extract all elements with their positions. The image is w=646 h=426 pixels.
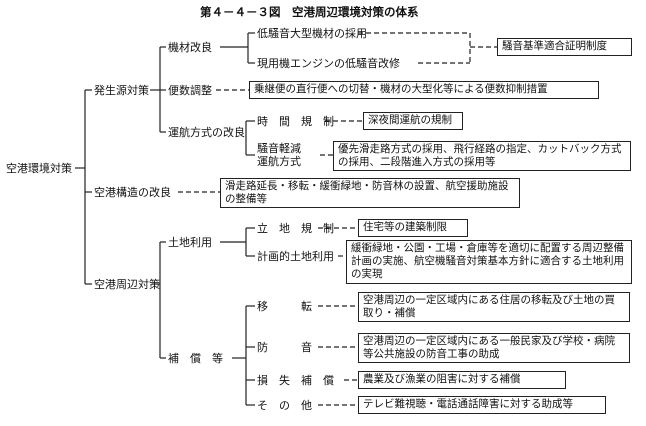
box-night-regulation: 深夜間運航の規制: [363, 112, 463, 130]
box-flight-reduction: 乗継便の直行便への切替・機材の大型化等による便数抑制措置: [249, 81, 599, 99]
node-source-measures: 発生源対策: [94, 84, 149, 97]
node-compensation: 補 償 等: [168, 352, 223, 365]
leaf-low-noise-aircraft: 低騒音大型機材の採用: [257, 27, 367, 40]
node-land-use: 土地利用: [168, 236, 212, 249]
box-route-methods: 優先滑走路方式の採用、飛行経路の指定、カットバック方式の採用、二段階進入方式の採…: [333, 141, 631, 171]
box-soundproofing: 空港周辺の一定区域内にある一般民家及び学校・病院等公共施設の防音工事の助成: [358, 333, 630, 363]
box-relocation: 空港周辺の一定区域内にある住居の移転及び土地の買取り・補償: [358, 292, 630, 322]
leaf-relocation: 移 転: [257, 300, 312, 313]
box-tv-interference: テレビ難視聴・電話通話障害に対する助成等: [358, 396, 606, 414]
node-flight-adjustment: 便数調整: [168, 84, 212, 97]
box-loss-compensation: 農業及び漁業の阻害に対する補償: [358, 371, 566, 389]
leaf-operation-method: 運航方式: [257, 155, 301, 168]
leaf-siting-regulation: 立 地 規 制: [257, 222, 334, 235]
box-building-restriction: 住宅等の建築制限: [358, 219, 468, 237]
leaf-time-regulation: 時 間 規 制: [257, 115, 334, 128]
root-label: 空港環境対策: [6, 162, 72, 175]
leaf-engine-retrofit: 現用機エンジンの低騒音改修: [257, 57, 400, 70]
node-operation-improvement: 運航方式の改良: [168, 126, 245, 139]
node-airport-structure: 空港構造の改良: [94, 186, 171, 199]
node-aircraft-improvement: 機材改良: [168, 41, 212, 54]
diagram-title: 第４－４－３図 空港周辺環境対策の体系: [200, 5, 419, 19]
box-structure-improvements: 滑走路延長・移転・緩衝緑地・防音林の設置、航空援助施設の整備等: [220, 178, 520, 208]
leaf-other: そ の 他: [257, 399, 312, 412]
leaf-noise-reduction: 騒音軽減: [257, 142, 301, 155]
node-surrounding-measures: 空港周辺対策: [94, 278, 160, 291]
leaf-soundproofing: 防 音: [257, 341, 312, 354]
box-land-planning: 緩衝緑地・公園・工場・倉庫等を適切に配置する周辺整備計画の実施、航空機騒音対策基…: [346, 240, 632, 284]
leaf-planned-land-use: 計画的土地利用: [257, 250, 334, 263]
leaf-loss-compensation: 損 失 補 償: [257, 374, 334, 387]
box-certification: 騒音基準適合証明制度: [497, 38, 632, 56]
